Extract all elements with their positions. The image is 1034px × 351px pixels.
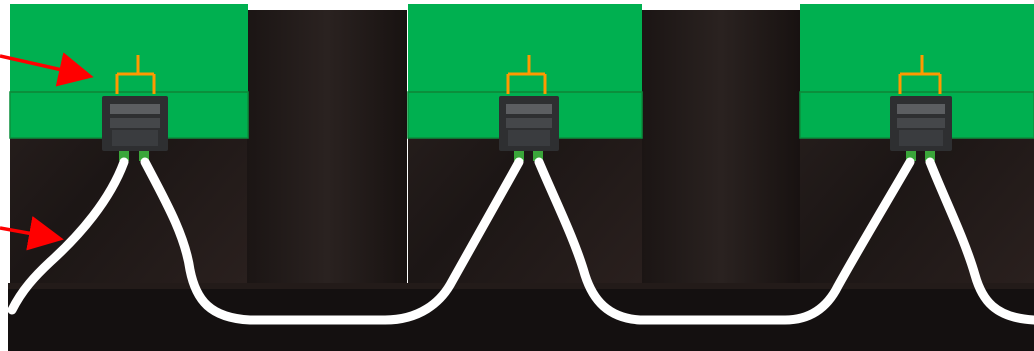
module-3 [800,4,1034,161]
gap-panel-1 [247,10,407,285]
board-top-2 [408,4,642,92]
bottom-rail [8,283,1034,351]
module-1 [10,4,248,161]
board-top-1 [10,4,248,92]
board-top-3 [800,4,1034,92]
module-2 [408,4,642,161]
gap-panel-2 [642,10,800,285]
bottom-rail-edge [8,283,1034,289]
